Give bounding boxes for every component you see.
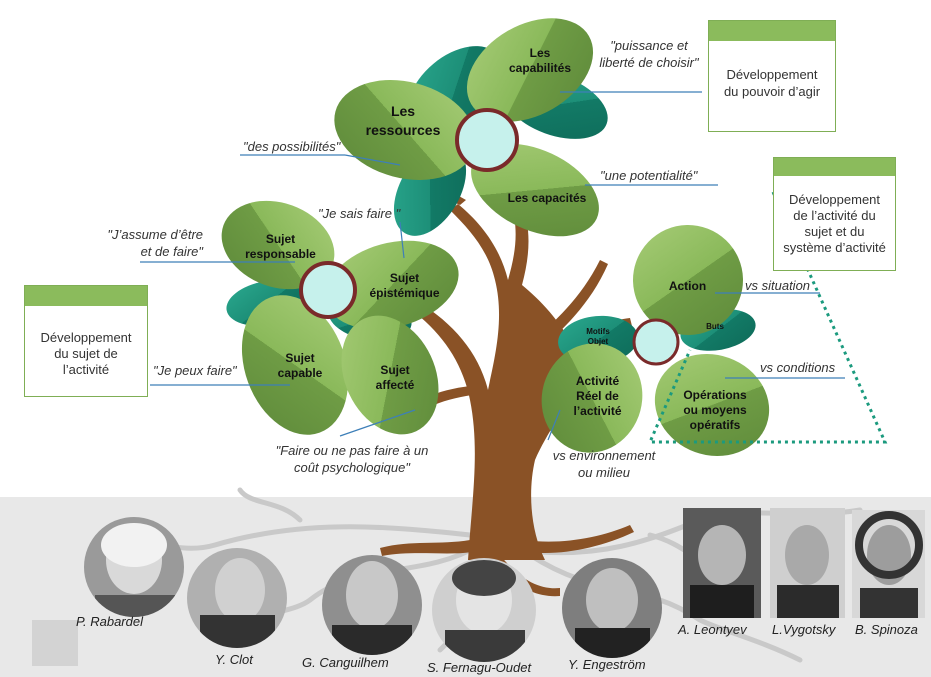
- quote-j-assume: "J’assume d’être et de faire": [93, 226, 203, 260]
- label-capable-l1: Sujet: [285, 351, 315, 365]
- label-capabilites-l2: capabilités: [508, 61, 572, 75]
- leaf-ressources: [334, 80, 476, 180]
- label-responsable-l2: responsable: [245, 247, 316, 261]
- quote-possibilites: "des possibilités": [243, 139, 341, 154]
- quote-puissance-l1: "puissance et: [610, 38, 688, 53]
- quote-vs-situation: vs situation: [745, 278, 811, 293]
- name-clot: Y. Clot: [215, 652, 253, 667]
- box-sujet-line3: l’activité: [62, 362, 110, 377]
- quote-puissance-l2: liberté de choisir": [599, 55, 699, 70]
- label-motifs: Motifs Objet: [573, 327, 623, 347]
- box-activite: Développement de l’activité du sujet et …: [773, 157, 896, 271]
- quote-j-assume-l2: et de faire": [140, 244, 203, 259]
- label-epistemique-l1: Sujet: [389, 271, 420, 285]
- leaf-epistemique: [325, 240, 459, 330]
- label-sujet-epistemique: Sujet épistémique: [362, 271, 447, 301]
- label-motifs-l2: Objet: [587, 337, 609, 346]
- label-operations: Opérations ou moyens opératifs: [675, 388, 755, 433]
- box-sujet-line2: du sujet de: [54, 346, 118, 361]
- left-flower: [221, 200, 459, 435]
- leaf-operations: [654, 353, 770, 457]
- label-activite-l1: Activité: [575, 374, 620, 388]
- right-flower: [541, 225, 770, 457]
- name-spinoza: B. Spinoza: [855, 622, 918, 637]
- name-rabardel: P. Rabardel: [76, 614, 143, 629]
- label-sujet-affecte: Sujet affecté: [365, 363, 425, 393]
- quote-je-sais: "Je sais faire ": [318, 206, 401, 221]
- leaf-capable: [241, 295, 349, 435]
- label-activite: Activité Réel de l’activité: [560, 374, 635, 419]
- box-sujet: Développement du sujet de l’activité: [24, 285, 148, 397]
- portrait-rabardel: [84, 517, 184, 617]
- label-ressources-l2: ressources: [365, 122, 441, 138]
- quote-vs-conditions: vs conditions: [760, 360, 836, 375]
- label-capacites: Les capacités: [507, 191, 587, 205]
- leaf-capabilites: [466, 18, 594, 122]
- portrait-canguilhem: [322, 555, 422, 655]
- label-action: Action: [668, 279, 707, 293]
- top-flower: [334, 18, 608, 237]
- right-flower-center: [632, 318, 680, 366]
- leaf-action: [633, 225, 743, 335]
- quote-je-peux: "Je peux faire": [153, 363, 237, 378]
- label-motifs-l1: Motifs: [586, 327, 610, 336]
- quote-potentialite: "une potentialité": [600, 168, 698, 183]
- name-fernagu: S. Fernagu-Oudet: [427, 660, 532, 675]
- leaf-affecte: [341, 315, 439, 435]
- label-buts: Buts: [706, 322, 724, 331]
- portraits: [84, 508, 925, 662]
- label-sujet-responsable: Sujet responsable: [238, 232, 323, 262]
- box-activite-line1: Développement: [788, 192, 881, 207]
- label-ressources: Les ressources: [358, 102, 448, 140]
- box-pouvoir-agir: Développement du pouvoir d’agir: [708, 20, 836, 132]
- portrait-leontyev: [683, 508, 761, 618]
- box-activite-line4: système d’activité: [783, 240, 886, 255]
- label-operations-l1: Opérations: [683, 388, 747, 402]
- quote-vs-env-l1: vs environnement: [552, 448, 656, 463]
- quote-puissance: "puissance et liberté de choisir": [590, 37, 708, 71]
- label-operations-l3: opératifs: [689, 418, 741, 432]
- quote-vs-environnement: vs environnement ou milieu: [545, 447, 663, 481]
- quote-faire-l2: coût psychologique": [294, 460, 410, 475]
- label-sujet-capable: Sujet capable: [270, 351, 330, 381]
- label-responsable-l1: Sujet: [265, 232, 296, 246]
- leaf-responsable: [221, 200, 335, 290]
- name-vygotsky: L.Vygotsky: [772, 622, 836, 637]
- leaf-activite: [541, 343, 643, 453]
- box-activite-line2: de l’activité du: [793, 208, 876, 223]
- box-pouvoir-agir-line2: du pouvoir d’agir: [723, 84, 821, 99]
- label-affecte-l1: Sujet: [380, 363, 410, 377]
- quote-faire-l1: "Faire ou ne pas faire à un: [275, 443, 429, 458]
- portrait-spinoza: [852, 510, 925, 618]
- ground-square: [32, 620, 78, 666]
- label-activite-l2: Réel de: [576, 389, 619, 403]
- top-flower-center: [455, 108, 519, 172]
- left-flower-center: [299, 261, 357, 319]
- label-activite-l3: l’activité: [573, 404, 622, 418]
- connector-lines: [140, 91, 845, 441]
- quote-faire-ou-ne-pas: "Faire ou ne pas faire à un coût psychol…: [263, 442, 441, 476]
- quote-vs-env-l2: ou milieu: [577, 465, 631, 480]
- quote-j-assume-l1: "J’assume d’être: [107, 227, 203, 242]
- portrait-vygotsky: [770, 508, 845, 618]
- name-engestrom: Y. Engeström: [568, 657, 646, 672]
- box-activite-line3: sujet et du: [804, 224, 865, 239]
- box-sujet-line1: Développement: [40, 330, 132, 345]
- label-operations-l2: ou moyens: [683, 403, 747, 417]
- label-ressources-l1: Les: [390, 103, 416, 119]
- label-capabilites: Les capabilités: [500, 46, 580, 76]
- portrait-clot: [187, 548, 287, 648]
- label-capable-l2: capable: [277, 366, 323, 380]
- label-affecte-l2: affecté: [375, 378, 415, 392]
- portrait-engestrom: [562, 558, 662, 658]
- label-epistemique-l2: épistémique: [369, 286, 440, 300]
- label-capabilites-l1: Les: [529, 46, 551, 60]
- name-canguilhem: G. Canguilhem: [302, 655, 389, 670]
- box-pouvoir-agir-line1: Développement: [726, 67, 818, 82]
- name-leontyev: A. Leontyev: [678, 622, 747, 637]
- portrait-fernagu: [432, 558, 536, 662]
